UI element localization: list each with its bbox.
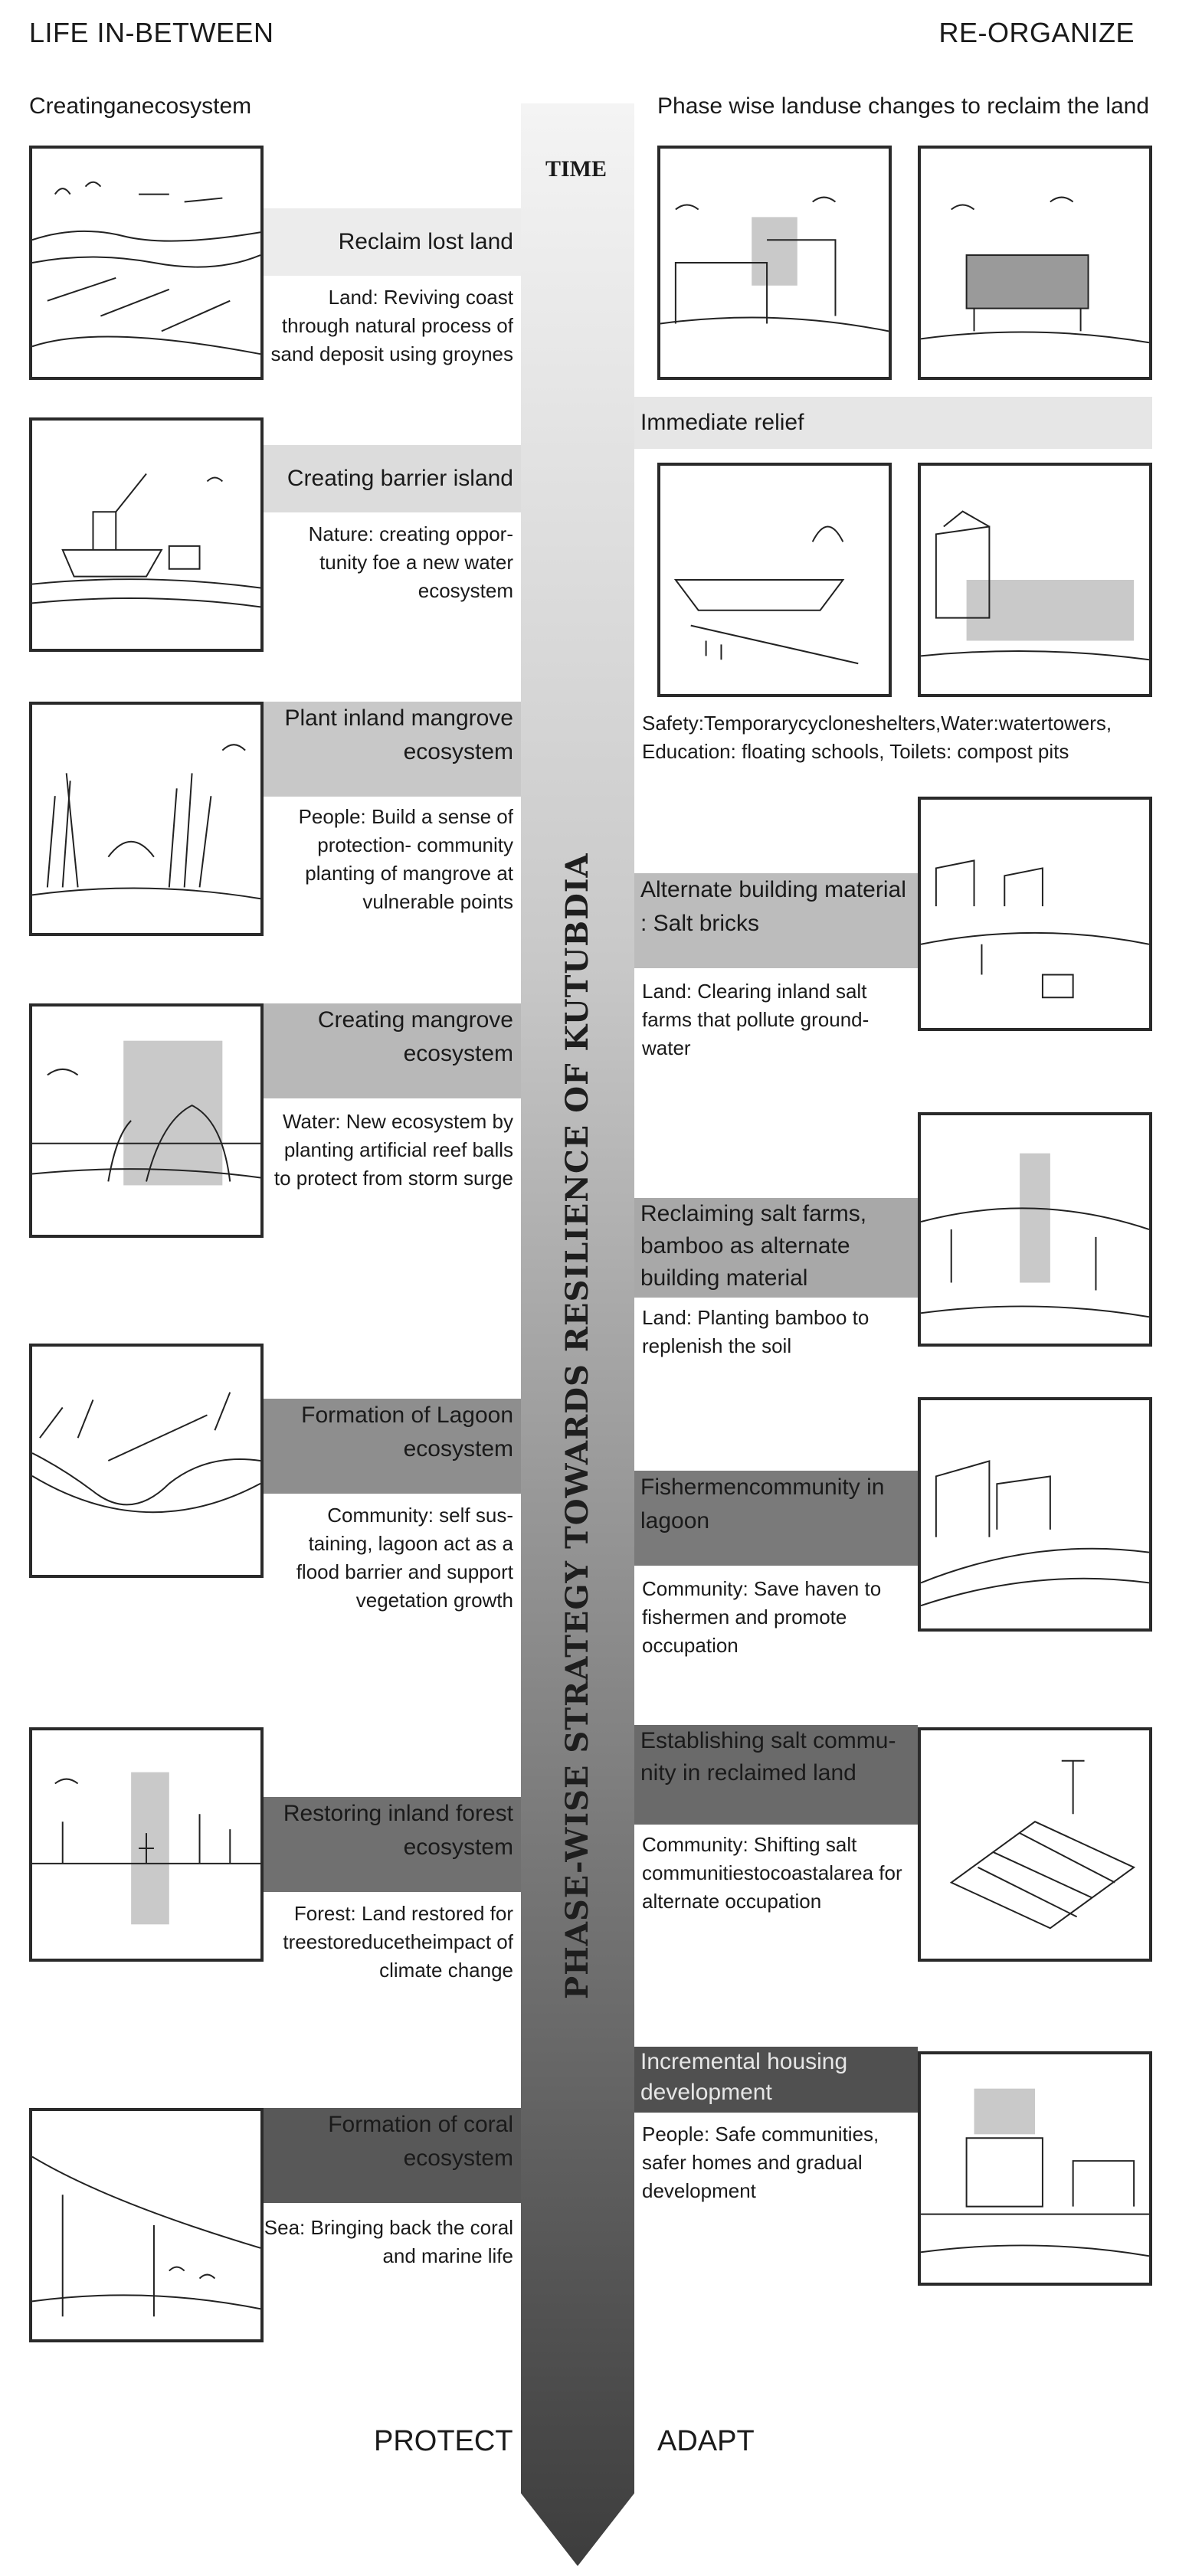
left-title-6: Restoring inland forest ecosystem — [283, 1801, 513, 1860]
right-title-3: Fishermencommunity in lagoon — [640, 1475, 885, 1533]
right-desc-2: Land: Planting bamboo to replenish the s… — [642, 1306, 870, 1357]
sketch-salt-community — [918, 1727, 1152, 1962]
left-band-6: Restoring inland forest ecosystem — [264, 1797, 521, 1892]
right-band-5: Incremental housing development — [634, 2047, 918, 2113]
sketch-coral — [29, 2108, 264, 2342]
left-title-4: Creating mangrove ecosystem — [317, 1007, 513, 1066]
left-title-5: Formation of Lagoon ecosystem — [301, 1403, 513, 1461]
sketch-lagoon — [29, 1344, 264, 1578]
sketch-barrier-island — [29, 417, 264, 652]
sketch-shelter-1 — [657, 146, 892, 380]
right-title-2: Reclaiming salt farms, bamboo as alterna… — [640, 1201, 867, 1291]
left-title-2: Creating barrier island — [287, 466, 513, 491]
sketch-groynes — [29, 146, 264, 380]
right-title-1: Alternate building material : Salt brick… — [640, 877, 906, 936]
left-band-5: Formation of Lagoon ecosystem — [264, 1399, 521, 1494]
right-title: RE-ORGANIZE — [938, 17, 1135, 48]
relief-label: Immediate relief — [640, 410, 804, 435]
sketch-fisherman-village — [918, 1397, 1152, 1632]
right-band-3: Fishermencommunity in lagoon — [634, 1471, 918, 1566]
left-title-1: Reclaim lost land — [338, 229, 513, 254]
sketch-inland-mangrove — [29, 702, 264, 936]
right-band-relief: Immediate relief — [634, 397, 1152, 449]
sketch-floating-school — [657, 463, 892, 697]
left-band-7: Formation of coral ecosystem — [264, 2108, 521, 2203]
right-desc-5: People: Safe communities, safer homes an… — [642, 2123, 879, 2202]
sketch-incremental-housing — [918, 2051, 1152, 2286]
sketch-salt-bricks — [918, 797, 1152, 1031]
right-desc-4: Community: Shifting salt communitiestoco… — [642, 1833, 902, 1913]
left-desc-1: Land: Reviving coast through natural pro… — [270, 286, 513, 365]
relief-desc: Safety:Temporarycycloneshelters,Water:wa… — [642, 712, 1112, 763]
adapt-label: ADAPT — [657, 2425, 755, 2457]
left-desc-6: Forest: Land restored for treestoreducet… — [283, 1902, 513, 1982]
left-title-3: Plant inland mangrove ecosystem — [284, 705, 513, 764]
left-title-7: Formation of coral ecosystem — [328, 2112, 513, 2171]
left-desc-3: People: Build a sense of protection- com… — [298, 805, 513, 913]
sketch-mangrove-reef — [29, 1003, 264, 1238]
sketch-compost-toilet — [918, 463, 1152, 697]
right-band-4: Establishing salt commu-nity in reclaime… — [634, 1725, 918, 1825]
right-title-4: Establishing salt commu-nity in reclaime… — [640, 1728, 896, 1786]
left-subtitle: Creatinganecosystem — [29, 93, 252, 119]
spine-title: PHASE-WISE STRATEGY TOWARDS RESILIENCE O… — [559, 853, 595, 1999]
left-title: LIFE IN-BETWEEN — [29, 17, 274, 48]
sketch-shelter-2 — [918, 146, 1152, 380]
right-band-2: Reclaiming salt farms, bamboo as alterna… — [634, 1198, 918, 1298]
protect-label: PROTECT — [374, 2425, 513, 2457]
right-title-5: Incremental housing development — [640, 2049, 848, 2105]
left-desc-2: Nature: creating oppor-tunity foe a new … — [308, 522, 513, 602]
right-subtitle: Phase wise landuse changes to reclaim th… — [657, 93, 1150, 119]
right-desc-1: Land: Clearing inland salt farms that po… — [642, 980, 870, 1059]
left-desc-4: Water: New ecosystem by planting artific… — [273, 1110, 513, 1190]
left-band-2: Creating barrier island — [264, 445, 521, 512]
time-label: TIME — [545, 156, 608, 182]
right-desc-3: Community: Save haven to fishermen and p… — [642, 1577, 882, 1657]
left-band-4: Creating mangrove ecosystem — [264, 1003, 521, 1098]
sketch-inland-forest — [29, 1727, 264, 1962]
left-desc-7: Sea: Bringing back the coral and marine … — [264, 2216, 513, 2267]
left-band-1: Reclaim lost land — [264, 208, 521, 276]
left-band-3: Plant inland mangrove ecosystem — [264, 702, 521, 797]
left-desc-5: Community: self sus-taining, lagoon act … — [296, 1504, 513, 1612]
sketch-bamboo — [918, 1112, 1152, 1347]
right-band-1: Alternate building material : Salt brick… — [634, 873, 918, 968]
